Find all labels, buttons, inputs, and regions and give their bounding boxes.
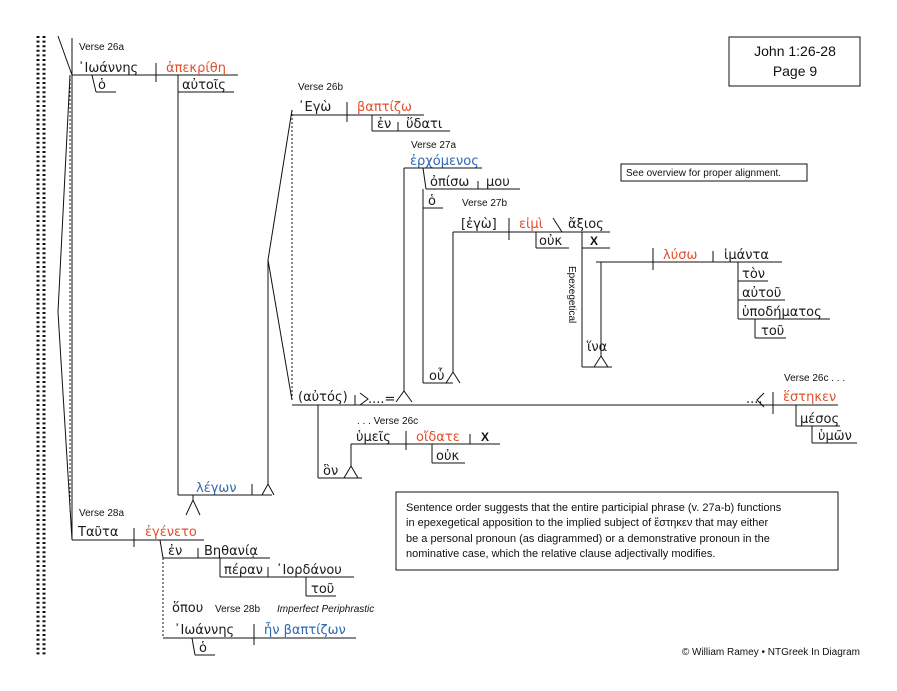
article-word: ὁ xyxy=(199,641,207,656)
participle-legon: λέγων xyxy=(178,109,293,516)
verb-word: ἦν βαπτίζων xyxy=(264,623,346,638)
object-word: ᾿Ιορδάνου xyxy=(276,563,342,578)
verb-word: ἐγένετο xyxy=(145,525,197,540)
clause-verse-26c: (αὐτός) ....= .... Verse 26c . . . ἕστηκ… xyxy=(292,373,857,479)
explanation-line: in epexegetical apposition to the implie… xyxy=(406,517,768,529)
clause-verse-26b: Verse 26b ᾿Εγὼ βαπτίζω ἐν ὕδατι xyxy=(292,82,450,132)
subject-word: [ἐγὼ] xyxy=(461,217,497,232)
adverb-word: ὀπίσω xyxy=(430,175,469,190)
indirect-object-word: αὐτοῖς xyxy=(182,78,226,93)
explanation-line: nominative case, which the relative clau… xyxy=(406,548,715,560)
verb-word: οἴδατε xyxy=(416,430,460,445)
verse-label: Verse 26b xyxy=(298,82,343,93)
explanation-line: be a personal pronoun (as diagrammed) or… xyxy=(406,533,770,545)
epexegetical-label: Epexegetical xyxy=(566,266,577,323)
overview-note: See overview for proper alignment. xyxy=(620,163,808,182)
clause-verse-26a: Verse 26a ᾿Ιωάννης ἀπεκρίθη ὁ αὐτοῖς xyxy=(72,42,238,495)
pronoun-word: αὐτοῦ xyxy=(742,286,781,301)
article-word: τοῦ xyxy=(311,582,334,597)
subject-word: ὑμεῖς xyxy=(356,430,391,445)
verse-label: Verse 26a xyxy=(79,42,124,53)
verb-word: ἀπεκρίθη xyxy=(166,61,226,76)
verse-label: Verse 28a xyxy=(79,508,124,519)
genitive-word: ὑποδήματος xyxy=(742,305,822,320)
copyright-footer: © William Ramey • NTGreek In Diagram xyxy=(682,647,860,658)
connector-line xyxy=(57,74,71,313)
equals-mark: ....= xyxy=(368,392,395,407)
clause-verse-28a: Verse 28a Ταῦτα ἐγένετο ἐν Βηθανίᾳ πέραν… xyxy=(72,508,354,638)
subject-word: (αὐτός) xyxy=(298,390,348,405)
explanation-note: Sentence order suggests that the entire … xyxy=(395,491,839,571)
relative-pronoun-word: ὃν xyxy=(323,464,338,479)
object-word: Βηθανίᾳ xyxy=(204,544,258,559)
conjunction-word: ἵνα xyxy=(586,340,607,355)
article-word: ὁ xyxy=(428,194,436,209)
connector-line xyxy=(57,311,73,541)
participle-word: λέγων xyxy=(196,481,237,496)
clause-verse-28b: ὅπου Verse 28b Imperfect Periphrastic ᾿Ι… xyxy=(163,601,374,656)
predicate-word: ἄξιος xyxy=(568,217,604,232)
verse-label: . . . Verse 26c xyxy=(357,416,418,427)
periphrastic-label: Imperfect Periphrastic xyxy=(277,604,374,615)
overview-note-text: See overview for proper alignment. xyxy=(626,168,781,179)
verb-word: εἰμὶ xyxy=(519,217,543,232)
ellipsis-mark: X xyxy=(590,234,598,248)
connector-line xyxy=(57,35,73,76)
title-page: Page 9 xyxy=(773,63,818,79)
title-reference: John 1:26-28 xyxy=(754,43,836,59)
adverb-word: μέσος xyxy=(800,412,839,427)
pronoun-word: μου xyxy=(486,175,510,190)
relative-pronoun-word: οὗ xyxy=(429,368,444,384)
ellipsis-dots: .... xyxy=(746,392,763,407)
clause-relative: . . . Verse 26c ὑμεῖς οἴδατε X οὐκ xyxy=(351,416,500,464)
conjunction-word: ὅπου xyxy=(172,601,203,616)
article-word: τοῦ xyxy=(761,324,784,339)
title-box: John 1:26-28 Page 9 xyxy=(728,36,861,87)
explanation-line: Sentence order suggests that the entire … xyxy=(406,502,782,514)
subject-word: ᾿Εγὼ xyxy=(298,100,331,115)
verb-word: βαπτίζω xyxy=(357,100,412,115)
clause-verse-27b: Verse 27b [ἐγὼ] εἰμὶ ἄξιος οὐκ X Epexege… xyxy=(453,198,612,368)
verb-word: ἕστηκεν xyxy=(783,390,836,405)
clause-hina: λύσω ἱμάντα τὸν αὐτοῦ ὑποδήματος τοῦ xyxy=(596,248,830,339)
verse-label: Verse 26c . . . xyxy=(784,373,845,384)
preposition-word: ἐν xyxy=(168,544,182,559)
article-word: ὁ xyxy=(98,78,106,93)
pronoun-word: ὑμῶν xyxy=(818,429,852,444)
ellipsis-mark: X xyxy=(481,430,489,444)
participle-word: ἐρχόμενος xyxy=(410,154,479,169)
object-word: ὕδατι xyxy=(406,117,442,132)
negation-word: οὐκ xyxy=(539,234,562,249)
clause-verse-27a: Verse 27a ἐρχόμενος ὀπίσω μου ὁ οὗ xyxy=(395,140,520,403)
subject-word: Ταῦτα xyxy=(77,525,118,540)
object-word: ἱμάντα xyxy=(724,248,769,263)
subject-word: ᾿Ιωάννης xyxy=(78,61,138,76)
verb-word: λύσω xyxy=(663,248,697,263)
article-word: τὸν xyxy=(742,267,765,282)
verse-label: Verse 27b xyxy=(462,198,507,209)
verse-label: Verse 27a xyxy=(411,140,456,151)
verse-label: Verse 28b xyxy=(215,604,260,615)
subject-word: ᾿Ιωάννης xyxy=(174,623,234,638)
negation-word: οὐκ xyxy=(436,449,459,464)
preposition-word: ἐν xyxy=(377,117,391,132)
preposition-word: πέραν xyxy=(224,563,263,578)
